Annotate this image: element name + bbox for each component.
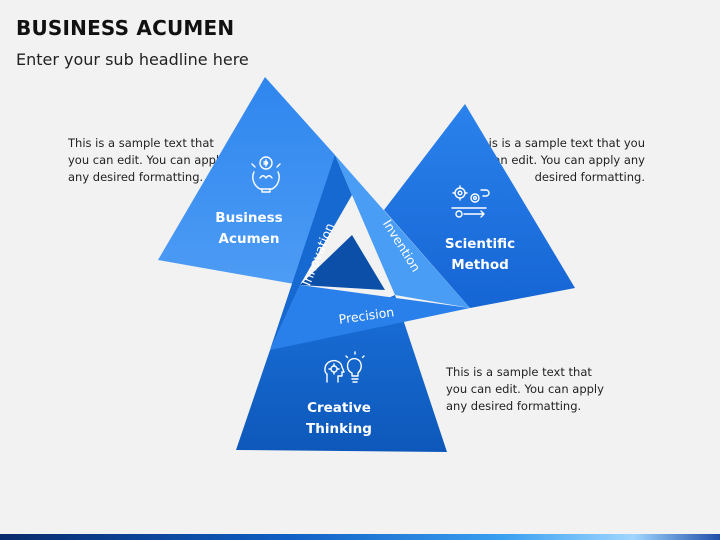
note-business-acumen: This is a sample text that you can edit.… [68, 136, 226, 184]
center-overlap [300, 235, 385, 290]
head-lightbulb-icon [324, 351, 365, 383]
money-brain-icon [251, 156, 281, 193]
creative-thinking-label-line1: Creative [307, 400, 371, 416]
business-acumen-label-line2: Acumen [219, 231, 280, 247]
page-subtitle: Enter your sub headline here [16, 50, 249, 69]
precision-band [270, 285, 470, 350]
innovation-band-face [270, 155, 352, 350]
scientific-method-label-line2: Method [451, 257, 509, 273]
footer-accent-bar [0, 534, 720, 540]
gears-process-icon [451, 185, 490, 218]
business-acumen-triangle [158, 77, 335, 285]
page-title: BUSINESS ACUMEN [16, 16, 235, 40]
business-acumen-label-line1: Business [215, 210, 282, 226]
creative-thinking-label-line2: Thinking [306, 421, 372, 437]
invention-band [335, 155, 470, 308]
scientific-method-triangle [384, 104, 575, 308]
note-scientific-method: This is a sample text that you can edit.… [474, 136, 645, 184]
scientific-method-label-line1: Scientific [445, 236, 515, 252]
note-creative-thinking: This is a sample text that you can edit.… [446, 365, 604, 413]
